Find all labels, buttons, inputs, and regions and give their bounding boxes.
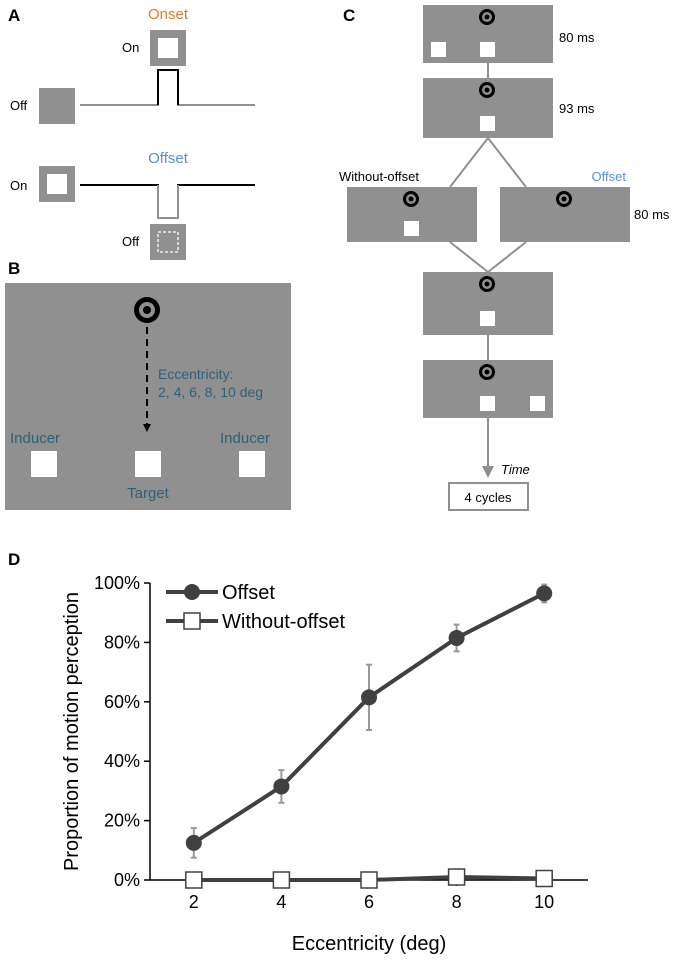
cycles-box	[448, 482, 529, 511]
offset-branch-label: Offset	[592, 169, 627, 184]
frame-1-duration: 80 ms	[559, 30, 595, 45]
y-axis-label: Proportion of motion perception	[61, 592, 83, 871]
panel-c: C 80 ms 93 ms Without-offset Offset	[339, 5, 670, 511]
data-point	[185, 871, 203, 889]
panel-d-letter: D	[8, 550, 20, 569]
y-tick-label: 100%	[94, 573, 140, 593]
x-tick-label: 6	[364, 892, 374, 912]
panel-b: B Eccentricity: 2, 4, 6, 8, 10 deg Induc…	[5, 259, 291, 510]
connector-3a	[449, 241, 489, 273]
panel-c-letter: C	[343, 6, 355, 25]
y-tick-label: 0%	[114, 870, 140, 890]
offset-title: Offset	[148, 150, 189, 167]
frame-5-target-square	[480, 396, 495, 411]
x-tick-label: 2	[189, 892, 199, 912]
offset-off-label: Off	[122, 234, 139, 249]
cycles-label: 4 cycles	[465, 490, 512, 505]
legend-marker-offset	[184, 584, 200, 600]
eccentricity-label-2: 2, 4, 6, 8, 10 deg	[158, 384, 263, 400]
data-point	[185, 834, 202, 851]
inducer-right-label: Inducer	[220, 430, 270, 447]
time-arrow-head	[482, 466, 494, 478]
data-point	[536, 585, 553, 602]
data-point	[448, 629, 465, 646]
time-label: Time	[501, 462, 530, 477]
y-tick-label: 20%	[104, 811, 140, 831]
data-point	[272, 871, 291, 889]
data-point	[535, 869, 553, 888]
inducer-right-square	[239, 451, 265, 477]
frame-2-target-square	[480, 116, 495, 131]
offset-off-dashed	[157, 231, 179, 253]
panel-b-letter: B	[8, 259, 20, 278]
offset-on-label: On	[10, 178, 27, 193]
onset-on-square-inner	[158, 38, 178, 58]
inducer-left-square	[31, 451, 57, 477]
frame-5-inducer-square	[530, 396, 545, 411]
target-square	[135, 451, 161, 477]
legend-label-offset: Offset	[222, 582, 275, 604]
panel-a: A Onset On Off Offset On Off	[8, 6, 255, 260]
data-point	[361, 689, 377, 706]
onset-off-square	[39, 88, 75, 124]
onset-timeline-gray	[80, 69, 255, 106]
legend-label-without-offset: Without-offset	[222, 611, 345, 633]
onset-on-label: On	[122, 40, 139, 55]
y-tick-label: 40%	[104, 751, 140, 771]
frame-2-duration: 93 ms	[559, 101, 595, 116]
frame-3-duration: 80 ms	[634, 207, 670, 222]
offset-dip	[157, 185, 179, 219]
frame-4-target-square	[480, 311, 495, 326]
frame-1-inducer-square	[431, 42, 446, 57]
x-tick-label: 8	[452, 892, 462, 912]
legend-marker-without-offset	[183, 612, 201, 630]
offset-timeline	[80, 184, 255, 219]
y-tick-label: 60%	[104, 692, 140, 712]
y-tick-label: 80%	[104, 632, 140, 652]
without-offset-label: Without-offset	[339, 169, 419, 184]
offset-on-square-inner	[47, 174, 67, 194]
panel-a-letter: A	[8, 6, 20, 25]
x-tick-label: 10	[534, 892, 554, 912]
data-point	[447, 868, 466, 886]
frame-3a-target-square	[404, 221, 419, 236]
connector-2a	[449, 137, 489, 188]
offset-off-square	[150, 224, 186, 260]
eccentricity-label-1: Eccentricity:	[158, 366, 233, 382]
data-point	[360, 871, 378, 889]
onset-title: Onset	[148, 6, 189, 23]
onset-off-label: Off	[10, 98, 27, 113]
connector-2b	[487, 137, 527, 188]
connector-3b	[487, 241, 527, 273]
x-axis-label: Eccentricity (deg)	[292, 933, 447, 955]
onset-pulse	[157, 69, 179, 105]
frame-1-target-square	[480, 42, 495, 57]
inducer-left-label: Inducer	[10, 430, 60, 447]
data-point	[273, 778, 290, 795]
x-tick-label: 4	[276, 892, 286, 912]
target-label: Target	[127, 485, 170, 502]
fixation-dot	[143, 306, 151, 314]
